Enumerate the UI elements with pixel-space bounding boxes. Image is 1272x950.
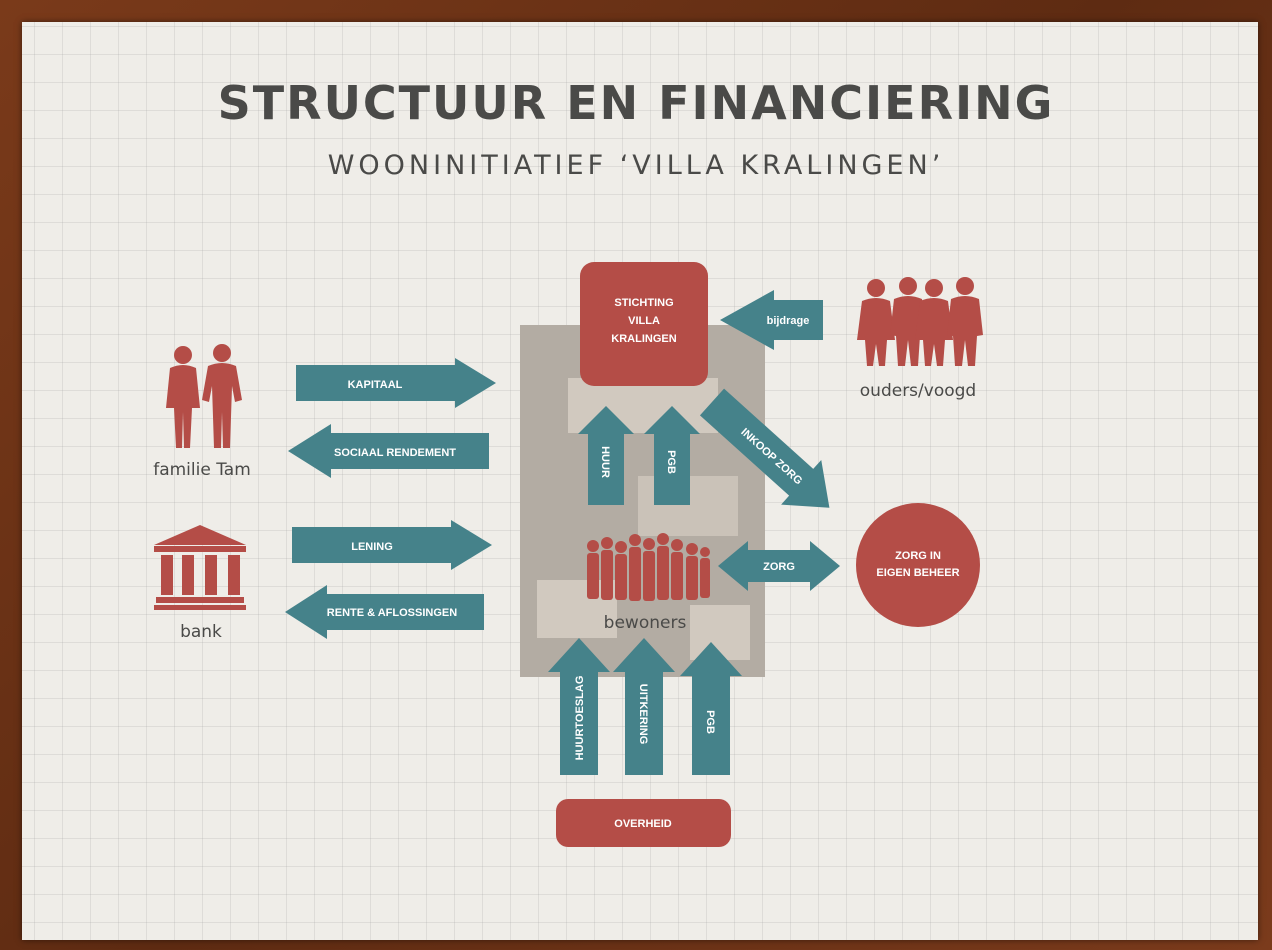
familie-label: familie Tam: [153, 460, 251, 480]
zorg-label: ZORG: [763, 561, 795, 573]
inkoop-zorg-arrow: [699, 388, 830, 508]
huur-arrow: [578, 406, 634, 505]
stichting-label-3: KRALINGEN: [611, 333, 676, 345]
sociaal-rendement-arrow: [288, 424, 489, 478]
zorg-double-arrow: [718, 541, 840, 591]
kapitaal-arrow: [296, 358, 496, 408]
zorg-label-2: EIGEN BEHEER: [876, 567, 959, 579]
stichting-label-2: VILLA: [628, 315, 660, 327]
pgb-bottom-label: PGB: [704, 710, 716, 734]
central-tile: [690, 605, 750, 660]
zorg-label-1: ZORG IN: [895, 550, 941, 562]
stichting-box: [580, 262, 708, 386]
pgb-top-label: PGB: [665, 450, 677, 474]
bank-label: bank: [180, 622, 222, 642]
ouders-people-icon: [857, 277, 983, 366]
slide-title: STRUCTUUR EN FINANCIERING: [217, 76, 1055, 130]
uitkering-label: UITKERING: [637, 684, 649, 745]
pgb-bottom-arrow: [680, 642, 742, 775]
rente-aflossingen-label: RENTE & AFLOSSINGEN: [327, 607, 457, 619]
uitkering-arrow: [613, 638, 675, 775]
lening-label: LENING: [351, 541, 393, 553]
huurtoeslag-arrow: [548, 638, 610, 775]
bewoners-label: bewoners: [604, 613, 687, 633]
stichting-label-1: STICHTING: [614, 297, 673, 309]
ouders-label: ouders/voogd: [860, 381, 976, 401]
overheid-label: OVERHEID: [614, 818, 672, 830]
slide-subtitle: WOONINITIATIEF ‘VILLA KRALINGEN’: [327, 150, 945, 181]
lening-arrow: [292, 520, 492, 570]
bewoners-group-icon: [587, 533, 710, 601]
sociaal-rendement-label: SOCIAAL RENDEMENT: [334, 447, 456, 459]
kapitaal-label: KAPITAAL: [348, 379, 403, 391]
bijdrage-arrow: [720, 290, 823, 350]
familie-people-icon: [166, 344, 242, 448]
pgb-top-arrow: [644, 406, 700, 505]
zorg-eigen-beheer-circle: [856, 503, 980, 627]
huur-label: HUUR: [599, 446, 611, 478]
rente-aflossingen-arrow: [285, 585, 484, 639]
overheid-box: [556, 799, 731, 847]
bijdrage-label: bijdrage: [767, 315, 810, 327]
bank-icon: [154, 525, 246, 610]
huurtoeslag-label: HUURTOESLAG: [574, 676, 586, 761]
